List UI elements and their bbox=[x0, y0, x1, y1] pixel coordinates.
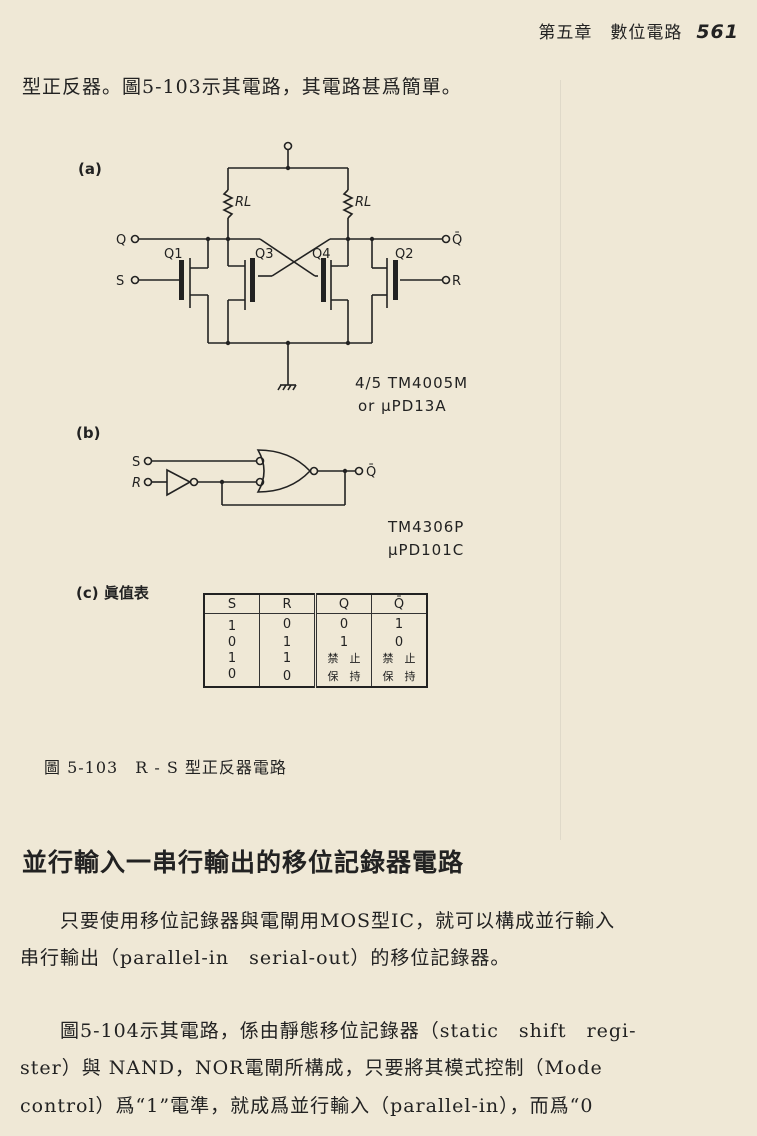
cell: 1 bbox=[227, 650, 237, 666]
transistor-q1: Q1 bbox=[164, 247, 183, 262]
transistor-q3: Q3 bbox=[255, 247, 274, 262]
section-heading: 並行輸入一串行輸出的移位記錄器電路 bbox=[22, 848, 465, 877]
transistor-q4: Q4 bbox=[312, 247, 331, 262]
transistor-q2: Q2 bbox=[395, 247, 414, 262]
pin-s: S bbox=[132, 455, 140, 470]
cell: 1 bbox=[227, 618, 237, 634]
running-header: 第五章 數位電路 561 bbox=[538, 18, 739, 43]
cell: 1 bbox=[259, 650, 316, 666]
col-header: S bbox=[204, 594, 260, 614]
paragraph-line: 圖5-104示其電路，係由靜態移位記錄器（static shift regi- bbox=[60, 1020, 637, 1042]
paragraph-line: control）爲“1”電準，就成爲並行輸入（parallel-in），而爲“0 bbox=[20, 1095, 594, 1117]
part-b-label: (b) bbox=[76, 424, 101, 442]
chip-a-line2: or μPD13A bbox=[358, 397, 447, 415]
cell: 1 bbox=[371, 613, 427, 634]
pin-r: R bbox=[132, 476, 141, 491]
cell: 1 bbox=[259, 634, 316, 650]
page-number: 561 bbox=[696, 21, 739, 43]
pin-q: Q bbox=[116, 233, 126, 248]
table-header-row: S R Q Q̄ bbox=[204, 594, 427, 614]
gate-flipflop-schematic: S R Q̄ bbox=[132, 449, 376, 506]
part-a-label: (a) bbox=[78, 160, 102, 178]
part-c-label: (c) 眞值表 bbox=[76, 584, 149, 602]
figure-caption: 圖 5-103 R - S 型正反器電路 bbox=[44, 758, 287, 777]
resistor-label: RL bbox=[355, 195, 371, 210]
bleed-through bbox=[560, 80, 751, 840]
chip-b-line2: μPD101C bbox=[388, 541, 465, 559]
chip-b-line1: TM4306P bbox=[388, 518, 465, 536]
pin-s: S bbox=[116, 274, 124, 289]
cell: 禁 止 bbox=[314, 650, 372, 666]
pin-q-bar: Q̄ bbox=[366, 465, 376, 480]
cell: 1 bbox=[314, 634, 372, 650]
cell: 0 bbox=[227, 634, 237, 650]
cell: 0 bbox=[227, 666, 237, 682]
col-header: Q bbox=[314, 594, 372, 614]
pin-q-bar: Q̄ bbox=[452, 233, 462, 248]
cell: 0 bbox=[371, 634, 427, 650]
cell: 0 bbox=[259, 666, 316, 687]
col-header: R bbox=[259, 594, 316, 614]
chapter-title: 第五章 數位電路 bbox=[538, 23, 683, 43]
intro-line: 型正反器。圖5-103示其電路，其電路甚爲簡單。 bbox=[22, 76, 462, 98]
chip-a-line1: 4/5 TM4005M bbox=[355, 374, 469, 392]
col-header: Q̄ bbox=[371, 594, 427, 614]
cell: 0 bbox=[314, 613, 372, 634]
cell: 保 持 bbox=[314, 666, 372, 687]
cell: 0 bbox=[259, 613, 316, 634]
paragraph-line: ster）與 NAND，NOR電閘所構成，只要將其模式控制（Mode bbox=[20, 1057, 603, 1079]
paragraph-line: 串行輸出（parallel-in serial-out）的移位記錄器。 bbox=[20, 947, 511, 969]
resistor-label: RL bbox=[235, 195, 251, 210]
paragraph-line: 只要使用移位記錄器與電閘用MOS型IC，就可以構成並行輸入 bbox=[60, 910, 616, 932]
mos-flipflop-schematic: RL RL Q S Q̄ R Q1 Q3 Q4 Q2 bbox=[116, 141, 462, 391]
pin-r: R bbox=[452, 274, 461, 289]
cell: 保 持 bbox=[371, 666, 427, 687]
cell: 禁 止 bbox=[371, 650, 427, 666]
